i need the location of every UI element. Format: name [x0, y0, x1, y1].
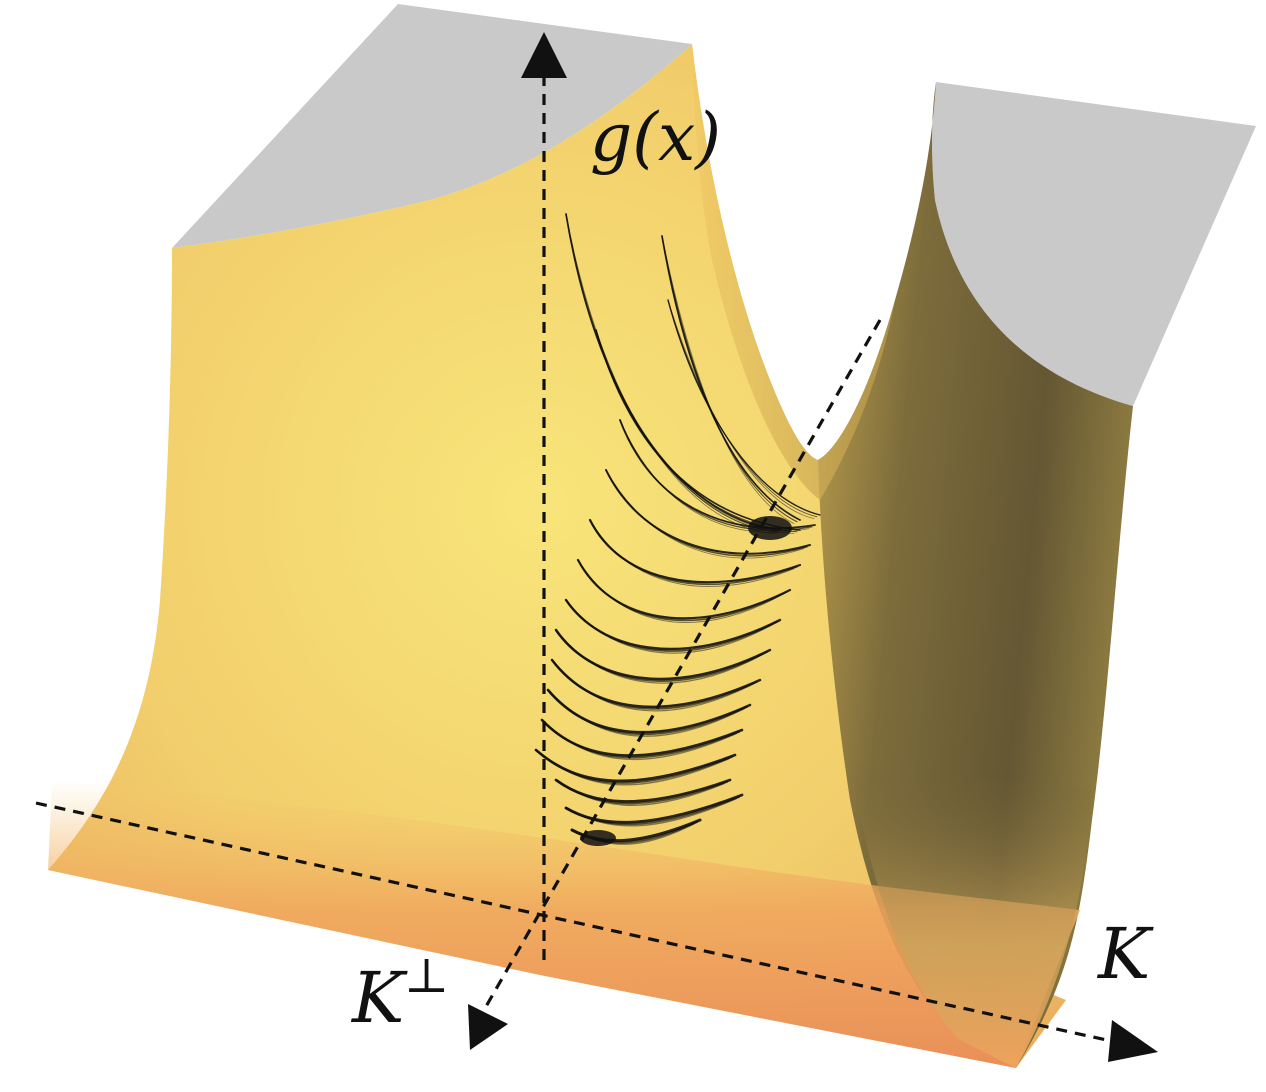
k-perp-axis-label: K	[350, 957, 408, 1039]
right-cap-face	[932, 82, 1256, 406]
trajectory-stroke	[589, 519, 795, 587]
valley-surface	[48, 4, 1256, 1068]
trajectory-bundle	[534, 213, 821, 846]
bottom-band	[48, 780, 1080, 1068]
trajectory-stroke	[577, 559, 785, 623]
trajectory-stroke	[667, 299, 815, 519]
valley-trough	[692, 44, 895, 500]
trajectory-stroke	[605, 469, 805, 559]
vertical-axis-label: g(x)	[590, 99, 721, 176]
trajectory-stroke	[555, 629, 765, 684]
trajectory-tail-cluster	[580, 830, 616, 846]
left-cap-face	[172, 4, 692, 248]
k-axis-arrowhead	[1108, 1020, 1158, 1062]
trajectory-stroke	[565, 599, 775, 654]
k-perp-axis-arrowhead	[468, 1004, 508, 1050]
trajectory-stroke	[565, 797, 737, 827]
axes	[35, 32, 1158, 1062]
trajectory-stroke	[551, 659, 755, 712]
trajectory-cluster	[748, 516, 792, 540]
trajectory-stroke	[541, 719, 737, 761]
axis-labels: g(x) K K ⊥	[350, 99, 1154, 1039]
trajectory-stroke	[547, 689, 745, 737]
trajectory-stroke	[667, 299, 818, 518]
trajectory-stroke	[565, 213, 781, 531]
k-perp-superscript: ⊥	[404, 948, 449, 1004]
trajectory-stroke	[667, 299, 821, 516]
k-axis-line	[35, 801, 1121, 1045]
right-lower-band	[850, 760, 1092, 1068]
k-axis-label: K	[1096, 913, 1154, 995]
vertical-axis-arrowhead	[521, 32, 567, 78]
trajectory-stroke	[555, 779, 725, 807]
